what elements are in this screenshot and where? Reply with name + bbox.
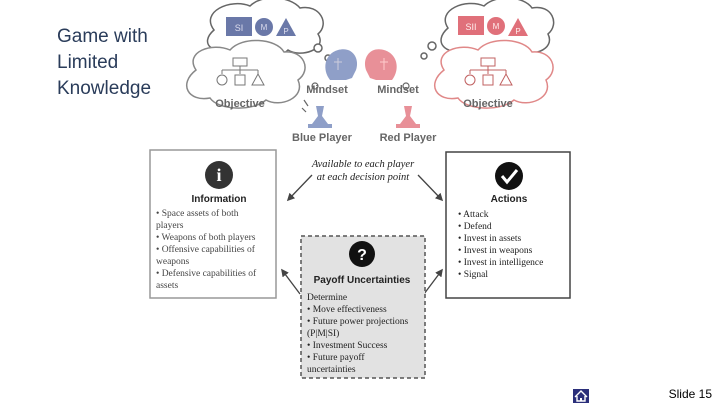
red-p-triangle <box>508 18 528 36</box>
blue-si-box <box>226 17 252 36</box>
arrow-payoff-to-actions <box>423 268 443 295</box>
information-item: • Space assets of both <box>156 208 239 219</box>
actions-item: • Signal <box>458 270 488 280</box>
payoff-item: • Investment Success <box>307 341 388 351</box>
blue-thought-cloud: SI M P <box>206 0 324 59</box>
red-m-circle <box>487 17 505 35</box>
svg-text:?: ? <box>357 247 367 264</box>
payoff-item: (P|M|SI) <box>307 328 339 339</box>
red-thought-sii: SII <box>465 22 476 32</box>
blue-player-label: Blue Player <box>292 132 353 144</box>
info-icon <box>205 161 233 189</box>
payoff-item: • Future power projections <box>307 317 409 327</box>
blue-mindset-label: Mindset <box>306 84 348 96</box>
red-player-label: Red Player <box>380 132 438 144</box>
blue-thought-p: P <box>283 27 288 36</box>
information-item: players <box>156 221 184 231</box>
red-pawn-icon <box>396 106 420 128</box>
payoff-item: Determine <box>307 293 347 303</box>
home-icon[interactable] <box>573 389 589 403</box>
red-objective-cloud: Objective <box>433 39 554 110</box>
payoff-title: Payoff Uncertainties <box>314 275 411 286</box>
payoff-box: ? Payoff Uncertainties Determine • Move … <box>300 235 426 379</box>
red-sii-box <box>458 16 484 35</box>
actions-item: • Invest in weapons <box>458 246 533 256</box>
actions-item: • Invest in intelligence <box>458 258 543 268</box>
blue-head-icon <box>325 49 358 80</box>
information-item: weapons <box>156 257 190 267</box>
payoff-item: • Future payoff <box>307 352 365 363</box>
blue-thought-si: SI <box>235 23 244 33</box>
red-thought-m: M <box>493 22 500 31</box>
blue-p-triangle <box>276 18 296 36</box>
information-item: assets <box>156 281 178 291</box>
red-mindset-label: Mindset <box>377 84 419 96</box>
arrow-to-actions <box>417 174 444 202</box>
information-title: Information <box>192 194 247 205</box>
actions-title: Actions <box>491 194 528 205</box>
blue-objective-cloud: Objective <box>185 39 306 110</box>
available-note-line1: Available to each player <box>311 159 415 170</box>
red-thought-p: P <box>515 27 520 36</box>
payoff-item: • Move effectiveness <box>307 304 387 315</box>
available-note-line2: at each decision point <box>317 172 411 183</box>
actions-item: • Defend <box>458 221 492 232</box>
arrow-to-information <box>286 174 313 202</box>
svg-text:i: i <box>216 165 221 185</box>
blue-objective-label: Objective <box>215 98 265 110</box>
payoff-item: uncertainties <box>307 365 356 375</box>
actions-item: • Attack <box>458 210 489 220</box>
actions-box: Actions • Attack • Defend • Invest in as… <box>445 151 571 299</box>
information-item: • Offensive capabilities of <box>156 244 256 255</box>
check-icon <box>495 162 523 190</box>
information-item: • Weapons of both players <box>156 232 256 243</box>
information-box: i Information • Space assets of both pla… <box>149 149 277 299</box>
slide-number: Slide 15 <box>668 387 712 401</box>
blue-thought-m: M <box>261 23 268 32</box>
blue-m-circle <box>255 18 273 36</box>
arrow-payoff-to-information <box>281 268 301 295</box>
red-objective-label: Objective <box>463 98 513 110</box>
information-item: • Defensive capabilities of <box>156 268 257 279</box>
red-head-icon <box>364 49 397 80</box>
slide-title: Game with Limited Knowledge <box>57 26 152 99</box>
blue-pawn-icon <box>308 106 332 128</box>
question-icon <box>349 241 375 267</box>
actions-item: • Invest in assets <box>458 234 522 244</box>
